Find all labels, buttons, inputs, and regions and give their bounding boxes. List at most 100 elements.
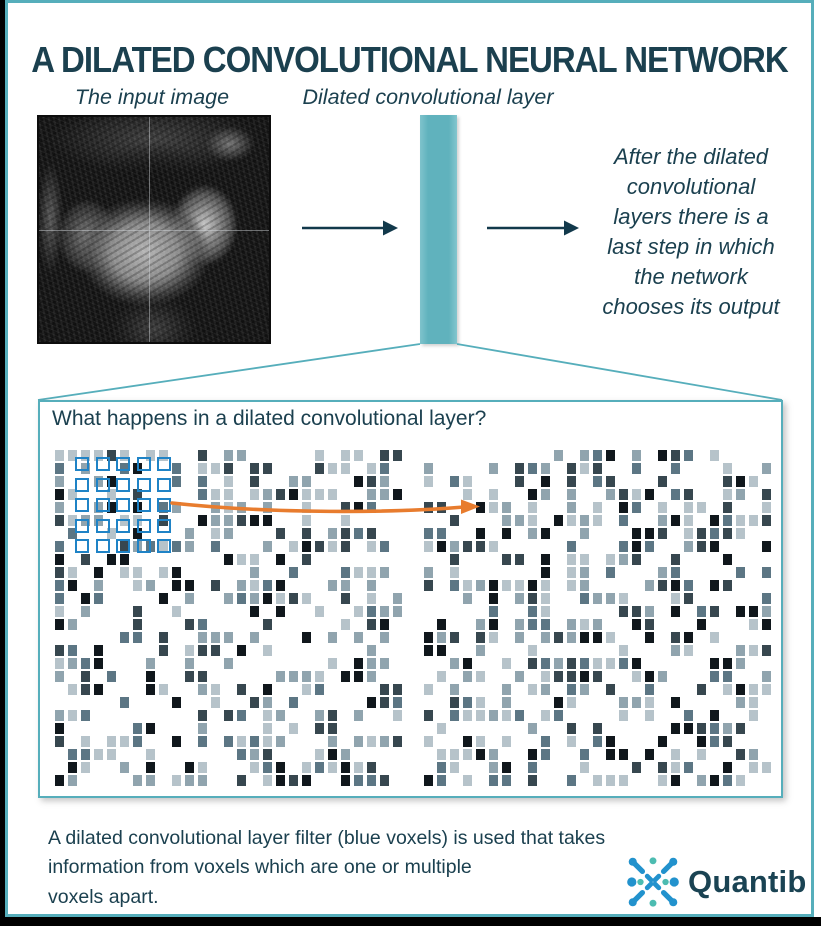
voxel-cell (684, 593, 693, 604)
voxel-cell (146, 450, 155, 461)
voxel-cell (302, 632, 311, 643)
voxel-cell (107, 476, 116, 487)
voxel-cell (380, 632, 389, 643)
voxel-cell (120, 736, 129, 747)
voxel-cell (463, 736, 472, 747)
voxel-cell (211, 645, 220, 656)
voxel-cell (81, 671, 90, 682)
voxel-cell (632, 463, 641, 474)
voxel-cell (146, 580, 155, 591)
voxel-cell (424, 502, 433, 513)
voxel-cell (263, 762, 272, 773)
voxel-cell (328, 710, 337, 721)
voxel-cell (541, 619, 550, 630)
voxel-cell (736, 723, 745, 734)
voxel-cell (489, 593, 498, 604)
voxel-cell (424, 736, 433, 747)
voxel-cell (276, 489, 285, 500)
voxel-cell (606, 632, 615, 643)
voxel-cell (541, 606, 550, 617)
voxel-cell (198, 645, 207, 656)
voxel-cell (450, 476, 459, 487)
voxel-cell (723, 502, 732, 513)
voxel-cell (593, 619, 602, 630)
voxel-cell (250, 606, 259, 617)
voxel-cell (185, 645, 194, 656)
voxel-cell (367, 645, 376, 656)
voxel-cell (120, 632, 129, 643)
voxel-cell (328, 749, 337, 760)
voxel-cell (159, 632, 168, 643)
voxel-cell (276, 593, 285, 604)
voxel-cell (463, 671, 472, 682)
voxel-cell (107, 749, 116, 760)
voxel-cell (450, 749, 459, 760)
voxel-cell (619, 541, 628, 552)
voxel-cell (172, 502, 181, 513)
voxel-cell (736, 567, 745, 578)
voxel-cell (489, 489, 498, 500)
voxel-cell (380, 658, 389, 669)
voxel-cell (593, 593, 602, 604)
voxel-cell (723, 762, 732, 773)
voxel-cell (120, 450, 129, 461)
voxel-cell (211, 528, 220, 539)
voxel-cell (211, 684, 220, 695)
voxel-cell (619, 489, 628, 500)
voxel-cell (567, 775, 576, 786)
voxel-cell (185, 541, 194, 552)
voxel-cell (224, 476, 233, 487)
voxel-cell (619, 606, 628, 617)
voxel-cell (237, 580, 246, 591)
voxel-cell (185, 671, 194, 682)
voxel-cell (289, 476, 298, 487)
voxel-cell (172, 606, 181, 617)
voxel-cell (55, 593, 64, 604)
voxel-cell (224, 463, 233, 474)
voxel-cell (450, 697, 459, 708)
voxel-cell (658, 671, 667, 682)
voxel-cell (528, 775, 537, 786)
voxel-cell (606, 658, 615, 669)
voxel-cell (645, 489, 654, 500)
voxel-cell (393, 684, 402, 695)
voxel-cell (380, 541, 389, 552)
voxel-cell (250, 593, 259, 604)
voxel-cell (619, 710, 628, 721)
voxel-cell (354, 476, 363, 487)
voxel-cell (328, 528, 337, 539)
voxel-cell (133, 606, 142, 617)
voxel-cell (276, 554, 285, 565)
voxel-cell (723, 580, 732, 591)
voxel-cell (437, 762, 446, 773)
voxel-cell (528, 593, 537, 604)
voxel-cell (198, 684, 207, 695)
voxel-cell (528, 515, 537, 526)
voxel-cell (710, 710, 719, 721)
voxel-cell (393, 593, 402, 604)
voxel-cell (172, 476, 181, 487)
voxel-cell (762, 606, 771, 617)
voxel-cell (424, 580, 433, 591)
voxel-cell (749, 762, 758, 773)
voxel-cell (68, 580, 77, 591)
voxel-cell (762, 489, 771, 500)
voxel-cell (302, 489, 311, 500)
voxel-cell (710, 528, 719, 539)
voxel-cell (55, 489, 64, 500)
voxel-cell (55, 671, 64, 682)
voxel-cell (645, 632, 654, 643)
voxel-cell (437, 502, 446, 513)
voxel-cell (367, 762, 376, 773)
voxel-cell (736, 645, 745, 656)
voxel-cell (463, 710, 472, 721)
voxel-cell (450, 684, 459, 695)
voxel-cell (567, 619, 576, 630)
voxel-cell (393, 736, 402, 747)
voxel-cell (237, 554, 246, 565)
voxel-cell (567, 658, 576, 669)
voxel-cell (645, 710, 654, 721)
arrow-right-icon (487, 220, 579, 236)
voxel-cell (476, 710, 485, 721)
voxel-cell (749, 645, 758, 656)
